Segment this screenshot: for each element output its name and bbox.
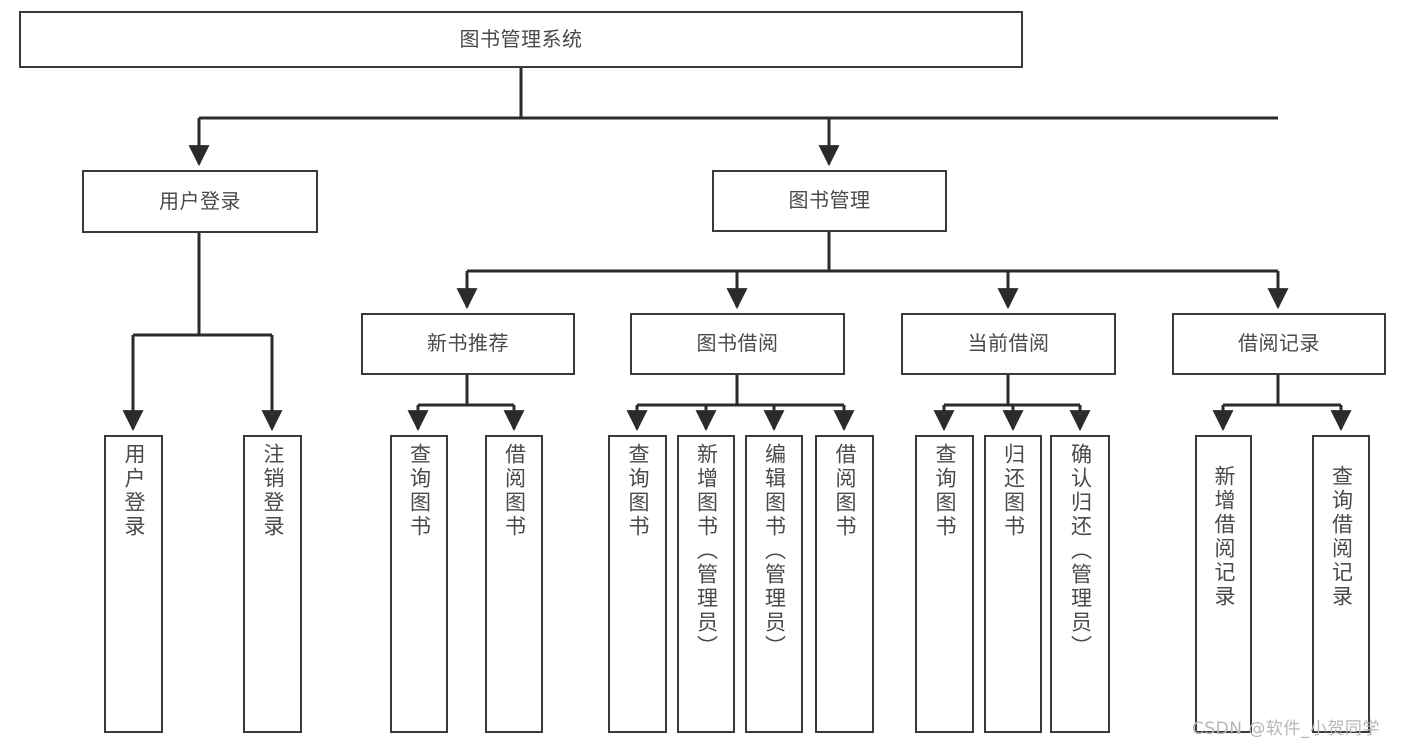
node-borrow-records[interactable]: 借阅记录	[1172, 313, 1386, 375]
leaf-record-query[interactable]: 查询借阅记录	[1312, 435, 1370, 733]
leaf-user-login-label: 用户登录	[122, 443, 146, 539]
leaf-current-return[interactable]: 归还图书	[984, 435, 1042, 733]
leaf-new-book-borrow-label: 借阅图书	[502, 443, 527, 539]
leaf-record-query-label: 查询借阅记录	[1329, 465, 1354, 609]
leaf-logout[interactable]: 注销登录	[243, 435, 302, 733]
leaf-borrow-borrow-book[interactable]: 借阅图书	[815, 435, 874, 733]
leaf-record-add-label: 新增借阅记录	[1212, 465, 1236, 609]
leaf-borrow-borrow-book-label: 借阅图书	[833, 443, 857, 539]
leaf-borrow-query[interactable]: 查询图书	[608, 435, 667, 733]
node-book-borrowing-label: 图书借阅	[696, 331, 779, 356]
leaf-current-query-label: 查询图书	[933, 443, 957, 539]
leaf-logout-label: 注销登录	[261, 443, 285, 539]
node-new-book-recommendation[interactable]: 新书推荐	[361, 313, 575, 375]
node-current-borrowing[interactable]: 当前借阅	[901, 313, 1116, 375]
leaf-borrow-add-book-label: 新增图书（管理员）	[694, 443, 719, 659]
node-root[interactable]: 图书管理系统	[19, 11, 1023, 68]
node-book-borrowing[interactable]: 图书借阅	[630, 313, 845, 375]
node-user-login-label: 用户登录	[159, 188, 241, 213]
leaf-new-book-borrow[interactable]: 借阅图书	[485, 435, 543, 733]
node-new-book-recommendation-label: 新书推荐	[427, 331, 509, 356]
leaf-borrow-add-book[interactable]: 新增图书（管理员）	[677, 435, 735, 733]
node-borrow-records-label: 借阅记录	[1238, 331, 1320, 356]
leaf-current-confirm-return-label: 确认归还（管理员）	[1068, 443, 1093, 659]
leaf-record-add[interactable]: 新增借阅记录	[1195, 435, 1252, 733]
leaf-current-confirm-return[interactable]: 确认归还（管理员）	[1050, 435, 1110, 733]
leaf-user-login[interactable]: 用户登录	[104, 435, 163, 733]
leaf-borrow-edit-book[interactable]: 编辑图书（管理员）	[745, 435, 803, 733]
leaf-borrow-edit-book-label: 编辑图书（管理员）	[762, 443, 787, 659]
node-root-label: 图书管理系统	[459, 26, 583, 51]
node-current-borrowing-label: 当前借阅	[967, 331, 1050, 356]
node-book-management-label: 图书管理	[788, 188, 871, 213]
leaf-new-book-query-label: 查询图书	[407, 443, 432, 539]
leaf-borrow-query-label: 查询图书	[626, 443, 650, 539]
leaf-new-book-query[interactable]: 查询图书	[390, 435, 448, 733]
leaf-current-query[interactable]: 查询图书	[915, 435, 974, 733]
node-user-login[interactable]: 用户登录	[82, 170, 318, 233]
leaf-current-return-label: 归还图书	[1001, 443, 1026, 539]
watermark-text: CSDN @软件_小贺同学	[1192, 719, 1380, 739]
node-book-management[interactable]: 图书管理	[712, 170, 947, 232]
